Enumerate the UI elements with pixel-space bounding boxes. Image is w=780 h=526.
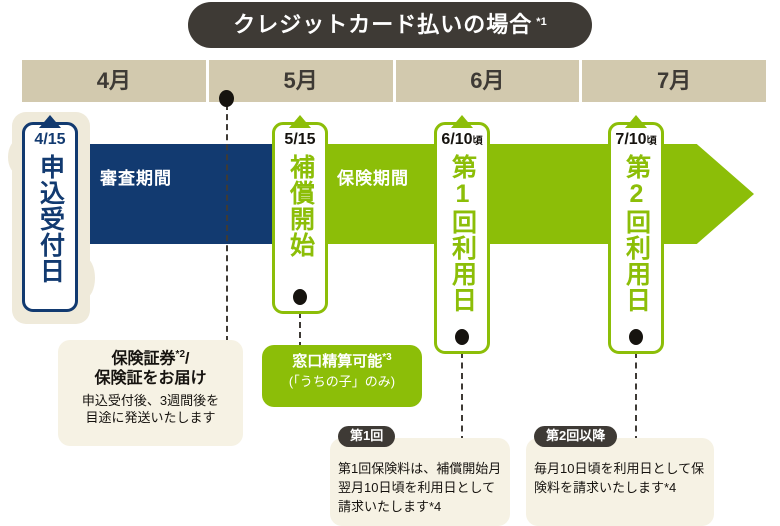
callout-body: 毎月10日頃を利用日として保険料を請求いたします*4 [534, 461, 705, 495]
badge-pointer-icon [625, 115, 647, 128]
review-period-label: 審査期間 [100, 169, 172, 188]
callout-tag: 第2回以降 [534, 426, 618, 447]
badge-anchor-dot [455, 329, 469, 345]
badge-date: 5/15 [284, 131, 316, 148]
connector-line-counter-settlement [299, 312, 301, 348]
review-period-bar: 審査期間 [55, 144, 277, 244]
month-header-row: 4月 5月 6月 7月 [22, 60, 766, 102]
squiggle-edge-icon [12, 52, 24, 108]
badge-application-date[interactable]: 4/15 申込受付日 [22, 115, 78, 312]
badge-vertical-label: 第2回利用日 [622, 154, 651, 313]
diagram-title: クレジットカード払いの場合 *1 [188, 2, 592, 48]
callout-heading: 窓口精算可能*3 [292, 352, 392, 370]
badge-date: 7/10頃 [615, 131, 657, 148]
callout-first-payment: 第1回 第1回保険料は、補償開始月翌月10日頃を利用日として請求いたします*4 [330, 426, 510, 526]
insurance-period-bar: 保険期間 [277, 144, 754, 244]
badge-date: 4/15 [34, 131, 66, 148]
month-label: 5月 [283, 68, 318, 93]
diagram-title-footnote: *1 [536, 16, 547, 28]
month-label: 4月 [96, 68, 131, 93]
connector-line-policy-delivery [226, 104, 228, 342]
badge-anchor-dot [629, 329, 643, 345]
badge-first-use-date[interactable]: 6/10頃 第1回利用日 [434, 115, 490, 354]
month-cell-june: 6月 [395, 60, 580, 102]
connector-line-recurring-payment [635, 352, 637, 442]
callout-body: (「うちの子」のみ) [288, 373, 396, 389]
callout-heading: 保険証券*2/ 保険証をお届け [94, 349, 207, 388]
badge-pointer-icon [289, 115, 311, 128]
callout-counter-settlement: 窓口精算可能*3 (「うちの子」のみ) [262, 345, 422, 407]
badge-pointer-icon [451, 115, 473, 128]
badge-coverage-start[interactable]: 5/15 補償開始 [272, 115, 328, 314]
badge-anchor-dot [293, 289, 307, 305]
callout-tag: 第1回 [338, 426, 396, 447]
connector-line-first-payment [461, 352, 463, 442]
callout-body: 第1回保険料は、補償開始月翌月10日頃を利用日として請求いたします*4 [338, 461, 502, 514]
badge-vertical-label: 第1回利用日 [448, 154, 477, 313]
month-cell-may: 5月 [208, 60, 393, 102]
badge-pointer-icon [39, 115, 61, 128]
callout-policy-delivery: 保険証券*2/ 保険証をお届け 申込受付後、3週間後を 目途に発送いたします [58, 340, 243, 446]
badge-vertical-label: 申込受付日 [36, 154, 65, 284]
badge-date: 6/10頃 [441, 131, 483, 148]
month-cell-july: 7月 [582, 60, 766, 102]
insurance-period-label: 保険期間 [337, 169, 409, 188]
month-label: 6月 [470, 68, 505, 93]
month-cell-april: 4月 [22, 60, 206, 102]
badge-vertical-label: 補償開始 [286, 154, 315, 258]
callout-body: 申込受付後、3週間後を 目途に発送いたします [81, 393, 220, 426]
month-boundary-dot [219, 90, 234, 107]
callout-recurring-payment: 第2回以降 毎月10日頃を利用日として保険料を請求いたします*4 [526, 426, 714, 526]
diagram-title-text: クレジットカード払いの場合 [233, 12, 533, 37]
badge-second-use-date[interactable]: 7/10頃 第2回利用日 [608, 115, 664, 354]
month-label: 7月 [657, 68, 692, 93]
